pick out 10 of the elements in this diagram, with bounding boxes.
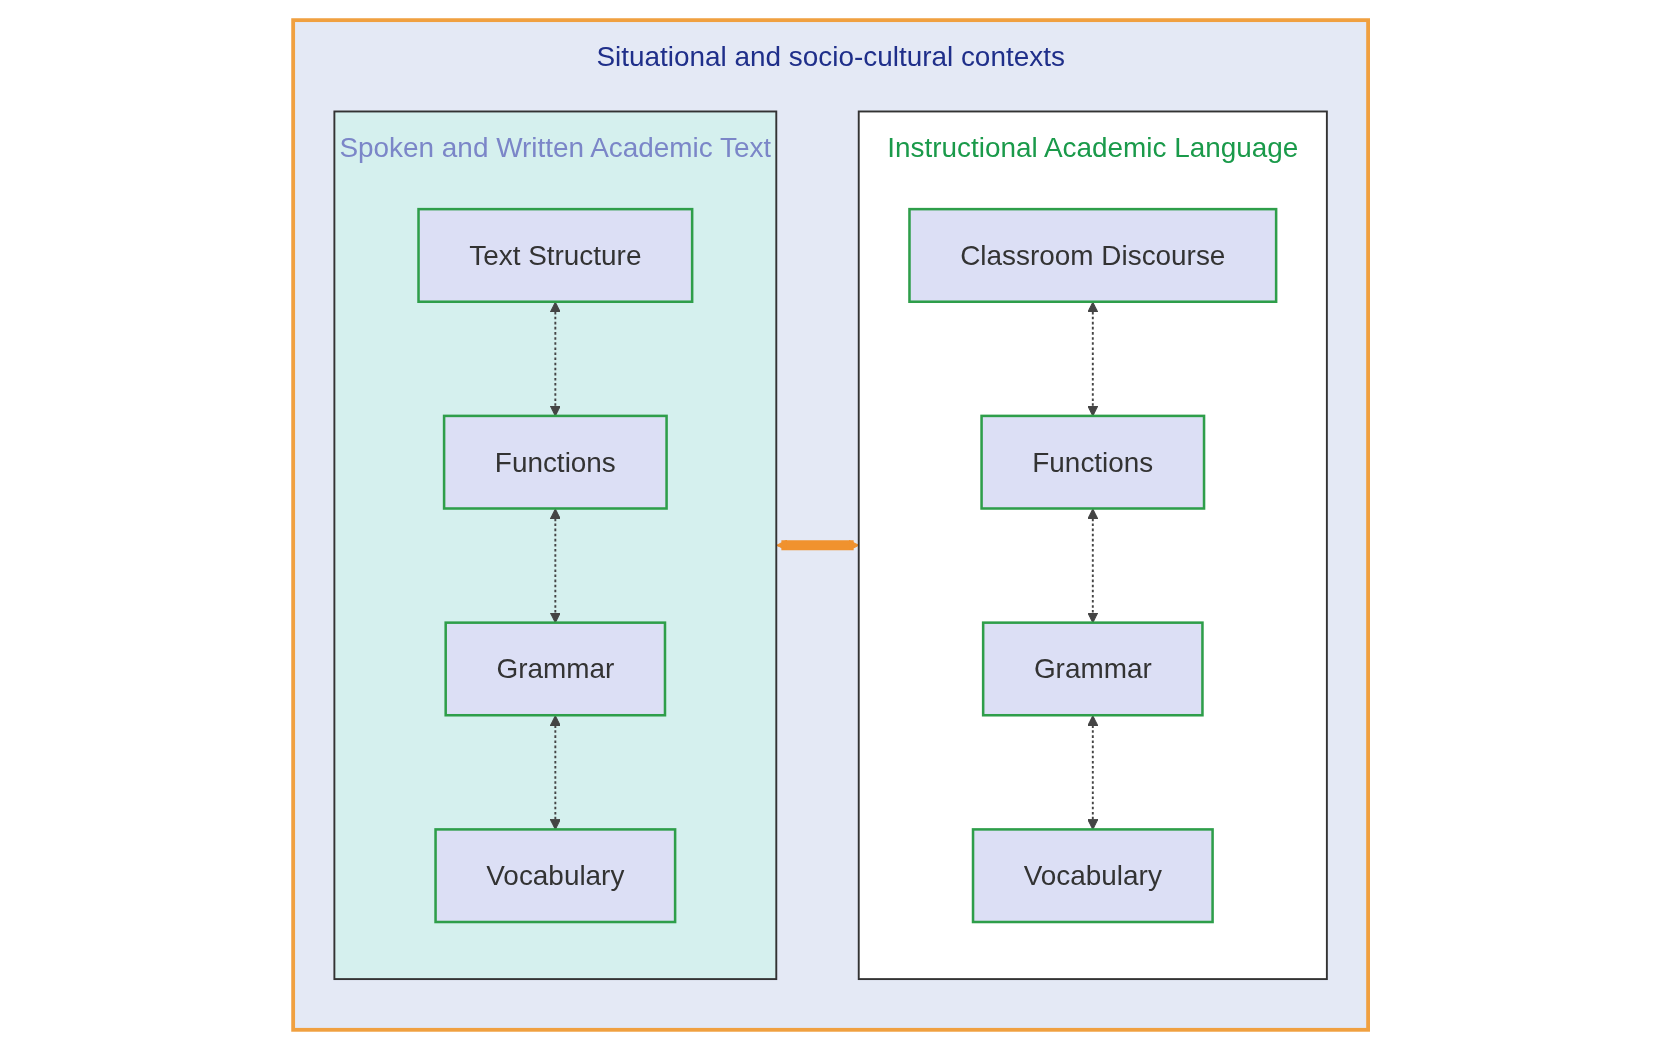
node-box: Vocabulary bbox=[971, 828, 1214, 924]
node-box: Grammar bbox=[981, 621, 1204, 717]
arrow bbox=[549, 715, 561, 830]
node-box: Grammar bbox=[444, 621, 667, 717]
node-box: Classroom Discourse bbox=[908, 207, 1278, 304]
node-box: Vocabulary bbox=[434, 828, 677, 924]
node-box: Text Structure bbox=[417, 207, 694, 304]
node-box: Functions bbox=[442, 414, 668, 510]
arrow bbox=[1087, 715, 1099, 830]
node-box: Functions bbox=[980, 414, 1206, 510]
